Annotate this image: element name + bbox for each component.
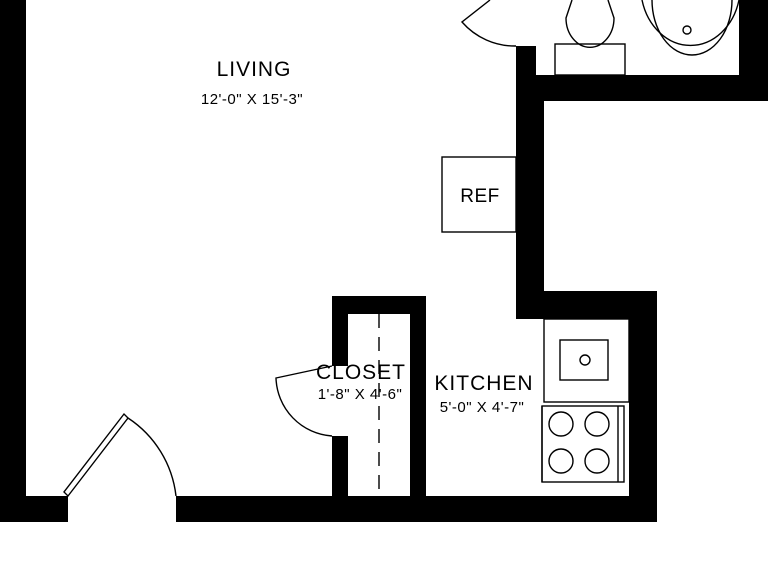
kitchen-sink xyxy=(559,339,609,381)
bath-sink-basin xyxy=(651,0,733,56)
wall-west xyxy=(0,0,26,522)
living-room-size: 12'-0" X 15'-3" xyxy=(200,91,304,108)
kitchen-counter xyxy=(543,318,630,403)
refrigerator-label: REF xyxy=(460,186,500,207)
bath-door xyxy=(460,0,517,47)
closet-size: 1'-8" X 4'-6" xyxy=(317,386,403,403)
refrigerator xyxy=(441,156,517,233)
kitchen-size: 5'-0" X 4'-7" xyxy=(439,399,525,416)
wall-bath-south xyxy=(516,75,768,101)
closet-wall-left-lower xyxy=(332,436,348,522)
bath-sink xyxy=(641,0,740,47)
wall-south-left xyxy=(0,496,68,522)
closet-wall-top xyxy=(332,296,426,314)
burner-icon xyxy=(584,411,610,437)
closet-wall-right xyxy=(410,296,426,522)
sink-drain-icon xyxy=(579,354,591,366)
kitchen-name: KITCHEN xyxy=(434,372,534,395)
wall-kitchen-east xyxy=(629,291,657,522)
burner-icon xyxy=(548,448,574,474)
living-room-name: LIVING xyxy=(216,58,292,81)
bath-sink-drain-icon xyxy=(682,25,692,35)
toilet-tank xyxy=(554,43,626,76)
entry-door-arc xyxy=(127,417,177,497)
closet-name: CLOSET xyxy=(315,361,407,384)
wall-bath-west xyxy=(516,46,536,101)
burner-icon xyxy=(584,448,610,474)
closet-door xyxy=(275,365,333,437)
wall-ref-alcove xyxy=(516,75,544,319)
burner-icon xyxy=(548,411,574,437)
entry-door xyxy=(63,412,129,498)
toilet-bowl xyxy=(565,0,615,48)
closet-wall-left-upper xyxy=(332,296,348,366)
wall-bath-east xyxy=(739,0,768,101)
